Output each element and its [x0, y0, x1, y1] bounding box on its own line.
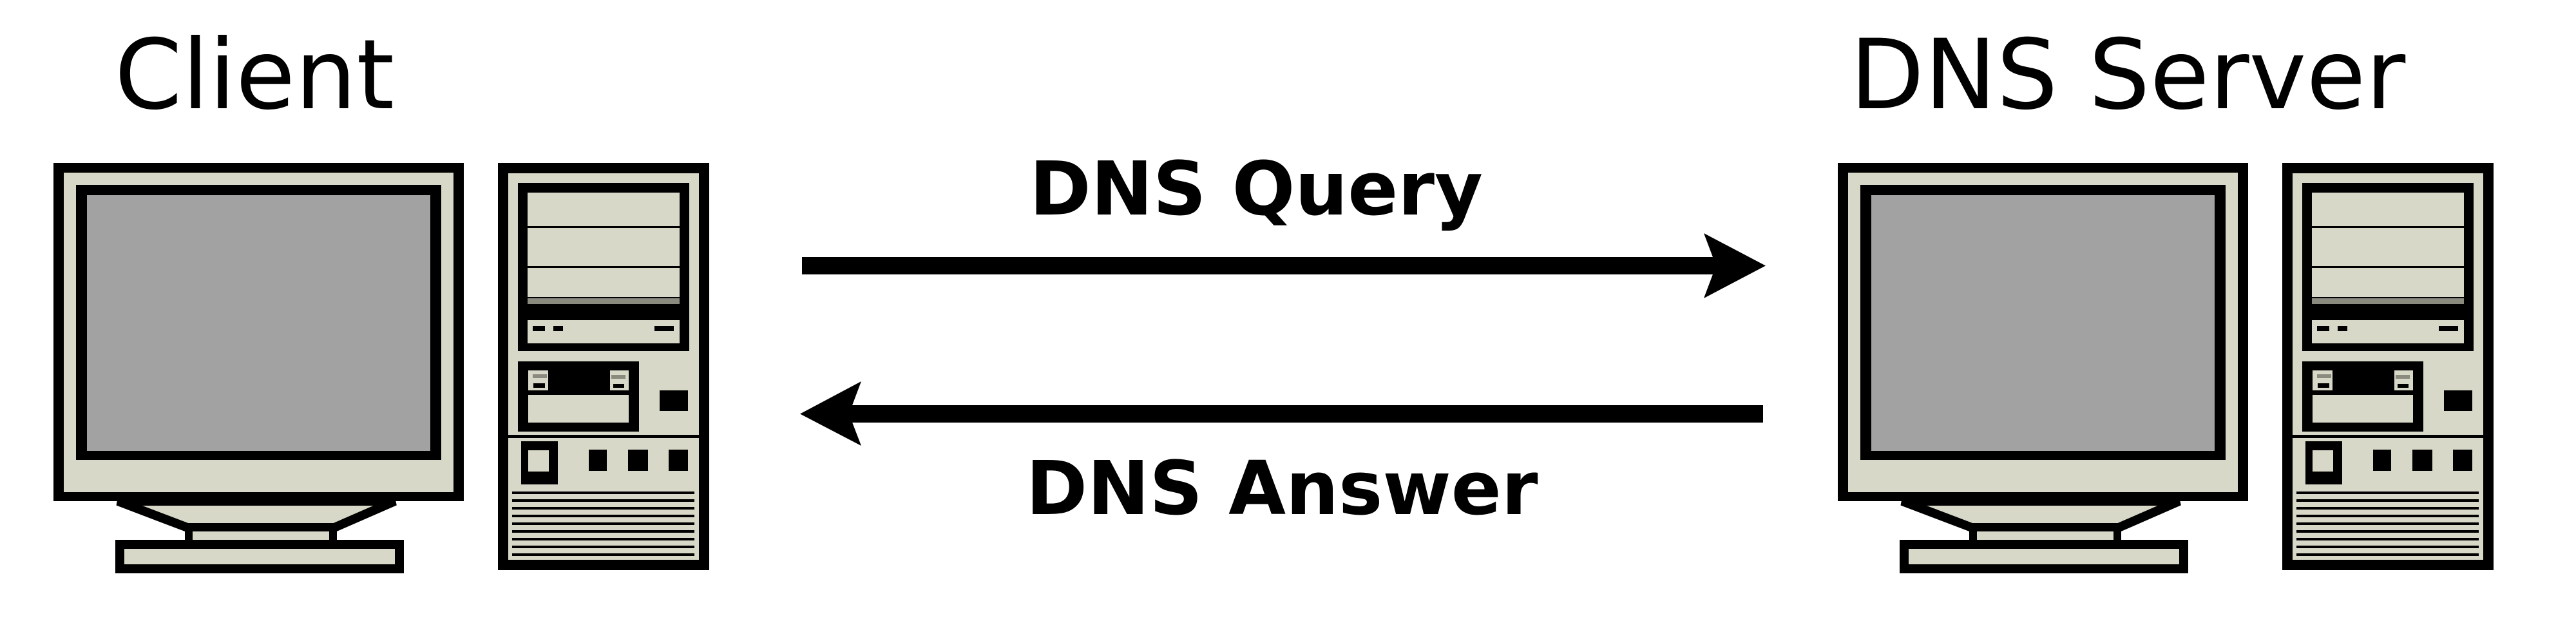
dns-query-arrow-icon: [802, 233, 1766, 298]
dns-query-edge-label: DNS Query: [1029, 146, 1483, 233]
dns-answer-edge-label: DNS Answer: [1026, 446, 1538, 532]
dns-server-node-label: DNS Server: [1849, 19, 2406, 131]
client-node-label: Client: [114, 19, 395, 131]
dns-answer-arrow-icon: [800, 381, 1763, 446]
